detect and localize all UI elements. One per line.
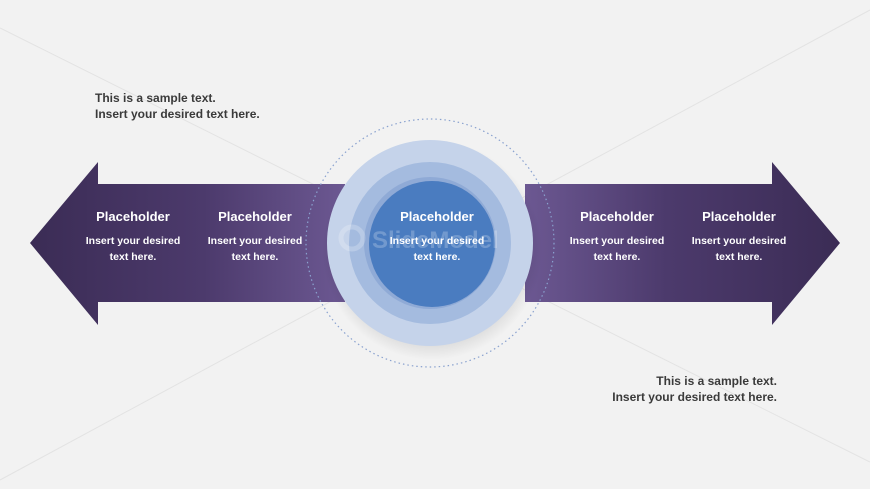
placeholder-title: Placeholder — [96, 209, 170, 224]
placeholder-description-line2: text here. — [413, 251, 461, 263]
placeholder-description-line2: text here. — [593, 251, 641, 263]
placeholder-description: Insert your desired text here. — [689, 233, 789, 265]
placeholder-item-4: Placeholder Insert your desired text her… — [567, 208, 667, 265]
watermark-logo — [338, 224, 366, 252]
sample-note-bottom-line2: Insert your desired text here. — [612, 390, 777, 404]
placeholder-description-line1: Insert your desired — [569, 235, 665, 247]
placeholder-description-line2: text here. — [715, 251, 763, 263]
sample-note-top: This is a sample text. Insert your desir… — [95, 90, 260, 122]
core-circle — [369, 181, 495, 307]
placeholder-item-5: Placeholder Insert your desired text her… — [689, 208, 789, 265]
dotted-ring — [305, 118, 555, 368]
placeholder-item-1: Placeholder Insert your desired text her… — [83, 208, 183, 265]
placeholder-description-line1: Insert your desired — [207, 235, 303, 247]
sample-note-top-line1: This is a sample text. — [95, 91, 216, 105]
placeholder-description: Insert your desired text here. — [387, 233, 487, 265]
left-arrow — [30, 162, 345, 325]
placeholder-description-line2: text here. — [109, 251, 157, 263]
right-arrow — [525, 162, 840, 325]
sample-note-bottom: This is a sample text. Insert your desir… — [612, 373, 777, 405]
placeholder-item-center: Placeholder Insert your desired text her… — [387, 208, 487, 265]
watermark-text: SlideModel — [372, 227, 499, 254]
placeholder-description-line2: text here. — [231, 251, 279, 263]
placeholder-description-line1: Insert your desired — [691, 235, 787, 247]
placeholder-description-line1: Insert your desired — [85, 235, 181, 247]
sample-note-bottom-line1: This is a sample text. — [656, 374, 777, 388]
placeholder-title: Placeholder — [218, 209, 292, 224]
placeholder-description: Insert your desired text here. — [567, 233, 667, 265]
placeholder-description: Insert your desired text here. — [83, 233, 183, 265]
placeholder-title: Placeholder — [580, 209, 654, 224]
placeholder-description: Insert your desired text here. — [205, 233, 305, 265]
sample-note-top-line2: Insert your desired text here. — [95, 107, 260, 121]
placeholder-item-2: Placeholder Insert your desired text her… — [205, 208, 305, 265]
placeholder-title: Placeholder — [702, 209, 776, 224]
placeholder-title: Placeholder — [400, 209, 474, 224]
placeholder-description-line1: Insert your desired — [389, 235, 485, 247]
